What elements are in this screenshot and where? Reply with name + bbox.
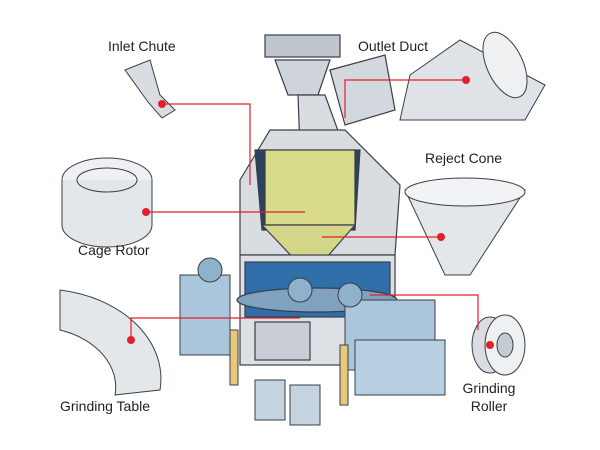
label-inlet-chute: Inlet Chute xyxy=(108,38,176,54)
label-grinding-roller: Grinding Roller xyxy=(455,379,523,415)
reject-cone-part xyxy=(404,177,526,276)
inlet-chute-part xyxy=(124,59,176,119)
leader-inlet-chute xyxy=(162,103,251,185)
machinery xyxy=(179,257,446,426)
leader-dots xyxy=(127,76,494,349)
leader-grinding-table xyxy=(130,317,300,340)
label-cage-rotor: Cage Rotor xyxy=(78,242,150,258)
leader-grinding-roller xyxy=(370,294,479,330)
label-reject-cone: Reject Cone xyxy=(425,150,503,166)
label-grinding-roller-line1: Grinding xyxy=(462,380,516,396)
label-grinding-roller-line2: Roller xyxy=(470,398,508,414)
leader-lines xyxy=(130,79,479,340)
cage-rotor-part xyxy=(61,157,153,248)
label-grinding-table: Grinding Table xyxy=(60,398,151,414)
mill-body xyxy=(236,34,401,366)
leader-outlet-duct xyxy=(344,79,466,118)
grinding-roller-part xyxy=(471,314,526,376)
grinding-table-part xyxy=(59,289,162,396)
label-outlet-duct: Outlet Duct xyxy=(358,38,429,54)
outlet-duct-part xyxy=(399,31,546,121)
